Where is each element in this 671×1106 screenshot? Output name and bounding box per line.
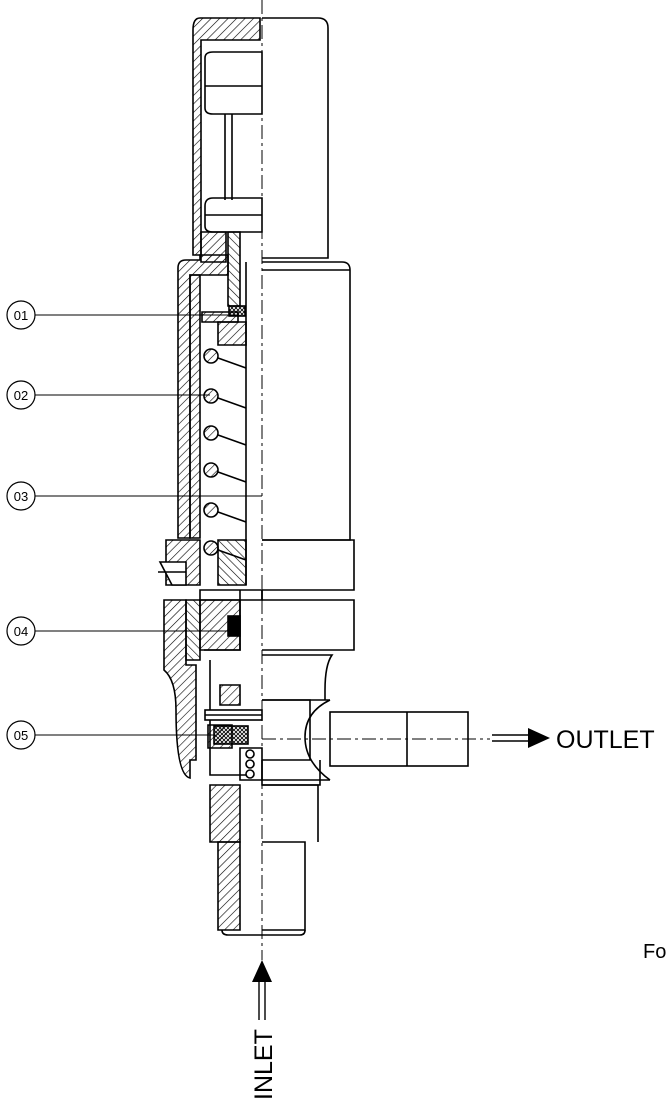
callout-01-label: 01 <box>14 308 28 323</box>
edge-text: Fo <box>643 941 666 963</box>
callout-02-label: 02 <box>14 388 28 403</box>
outlet-pipe <box>262 699 469 781</box>
inlet-label: INLET <box>250 1029 278 1100</box>
inlet-arrow <box>252 960 272 1020</box>
callout-03: 03 <box>6 481 262 511</box>
callout-04: 04 <box>6 616 232 646</box>
callout-05-label: 05 <box>14 728 28 743</box>
outlet-label: OUTLET <box>556 726 655 754</box>
callout-03-label: 03 <box>14 489 28 504</box>
callout-01: 01 <box>6 300 238 330</box>
callout-04-label: 04 <box>14 624 28 639</box>
outlet-arrow <box>492 728 550 748</box>
callout-02: 02 <box>6 380 210 410</box>
bonnet <box>177 254 351 585</box>
bonnet-joint <box>158 539 355 651</box>
callout-05: 05 <box>6 720 215 750</box>
inlet-neck <box>209 784 319 936</box>
spring <box>201 305 247 586</box>
valve-body <box>163 589 334 786</box>
